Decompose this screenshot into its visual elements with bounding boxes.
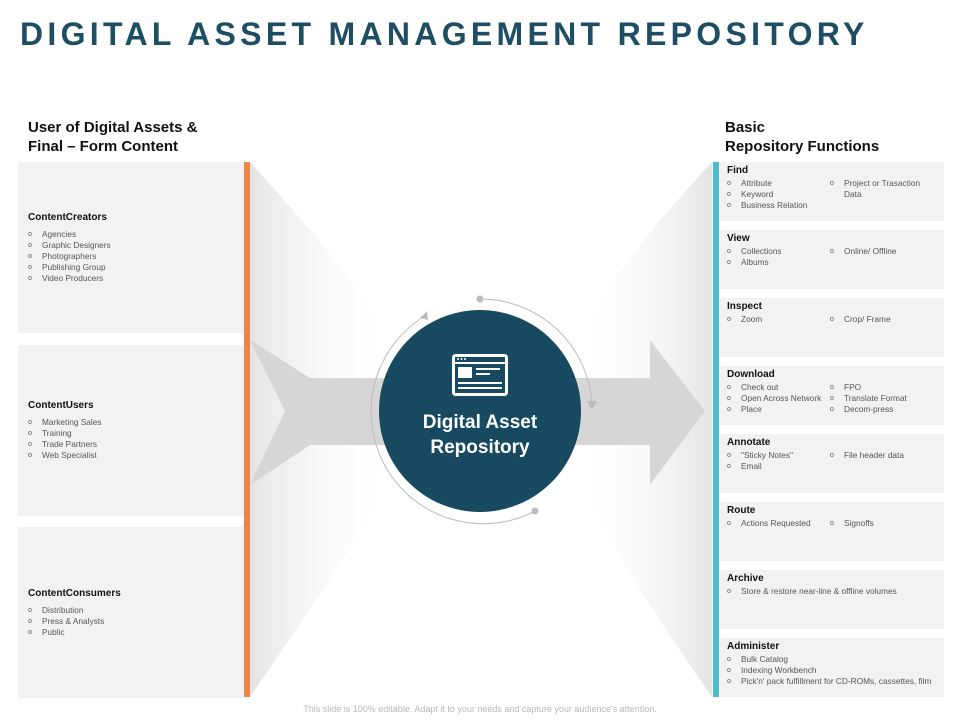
- left-accent-bar: [244, 162, 250, 697]
- list-item: Bulk Catalog: [727, 654, 937, 665]
- list-item: Pick'n' pack fulfillment for CD-ROMs, ca…: [727, 676, 937, 687]
- group-title: ContentConsumers: [28, 587, 121, 599]
- list-item: Collections: [727, 246, 830, 257]
- right-heading-line1: Basic: [725, 119, 766, 136]
- page-title: DIGITAL ASSET MANAGEMENT REPOSITORY: [20, 16, 869, 52]
- function-title: Route: [727, 505, 756, 516]
- list-item: Translate Format: [830, 393, 937, 404]
- function-title: Archive: [727, 573, 764, 584]
- right-arrow: [575, 340, 705, 485]
- list-item: File header data: [830, 450, 937, 461]
- group-title: ContentUsers: [28, 400, 94, 411]
- hub-label-line2: Repository: [430, 437, 530, 458]
- function-box-annotate: Annotate "Sticky Notes"EmailFile header d…: [720, 434, 944, 493]
- list-item: Place: [727, 404, 830, 415]
- bullet-list: CollectionsAlbums: [727, 246, 830, 268]
- bullet-list: "Sticky Notes"Email: [727, 450, 830, 472]
- right-accent-bar: [713, 162, 719, 697]
- bullet-list: File header data: [830, 450, 937, 472]
- function-title: Inspect: [727, 301, 763, 312]
- list-item: Check out: [727, 382, 830, 393]
- list-item: Decom-press: [830, 404, 937, 415]
- list-item: Training: [28, 428, 234, 439]
- list-item: Trade Partners: [28, 439, 234, 450]
- digital-asset-repository-hub: Digital Asset Repository: [379, 310, 581, 512]
- bullet-list: Actions Requested: [727, 518, 830, 529]
- list-item: Distribution: [28, 605, 234, 616]
- hub-label: Digital Asset Repository: [379, 410, 581, 460]
- bullet-list: Marketing SalesTrainingTrade PartnersWeb…: [28, 417, 234, 461]
- bullet-list: Online/ Offline: [830, 246, 937, 268]
- list-item: Web Specialist: [28, 450, 234, 461]
- bullet-list: DistributionPress & AnalystsPublic: [28, 605, 234, 638]
- list-item: Attribute: [727, 178, 830, 189]
- list-item: Graphic Designers: [28, 240, 234, 251]
- function-title: View: [727, 233, 750, 244]
- bullet-list: Project or Trasaction Data: [830, 178, 937, 211]
- list-item: Zoom: [727, 314, 830, 325]
- list-item: Publishing Group: [28, 262, 234, 273]
- bullet-list: Crop/ Frame: [830, 314, 937, 325]
- bullet-list: Check outOpen Across NetworkPlace: [727, 382, 830, 415]
- left-heading-line2: Final – Form Content: [28, 138, 178, 155]
- list-item: Video Producers: [28, 273, 234, 284]
- list-item: Crop/ Frame: [830, 314, 937, 325]
- user-group-box: ContentUsersMarketing SalesTrainingTrade…: [18, 345, 244, 516]
- bullet-list: FPOTranslate FormatDecom-press: [830, 382, 937, 415]
- function-title: Download: [727, 369, 775, 380]
- left-arrow: [250, 340, 385, 485]
- right-heading-line2: Repository Functions: [725, 138, 880, 155]
- list-item: Press & Analysts: [28, 616, 234, 627]
- group-title: ContentCreators: [28, 211, 107, 223]
- bullet-list: AgenciesGraphic DesignersPhotographersPu…: [28, 229, 234, 284]
- bullet-list: AttributeKeywordBusiness Relation: [727, 178, 830, 211]
- function-box-download: DownloadCheck outOpen Across NetworkPlac…: [720, 366, 944, 425]
- list-item: Marketing Sales: [28, 417, 234, 428]
- hub-label-line1: Digital Asset: [422, 412, 538, 433]
- bullet-list: Bulk CatalogIndexing WorkbenchPick'n' pa…: [727, 654, 937, 687]
- function-box-view: ViewCollectionsAlbumsOnline/ Offline: [720, 230, 944, 289]
- list-item: FPO: [830, 382, 937, 393]
- left-heading: User of Digital Assets & Final – Form Co…: [28, 118, 198, 156]
- list-item: Agencies: [28, 229, 234, 240]
- bullet-list: Zoom: [727, 314, 830, 325]
- list-item: Business Relation: [727, 200, 830, 211]
- user-group-box: ContentCreatorsAgenciesGraphic Designers…: [18, 162, 244, 333]
- list-item: Actions Requested: [727, 518, 830, 529]
- function-box-archive: ArchiveStore & restore near-line & offli…: [720, 570, 944, 629]
- list-item: Public: [28, 627, 234, 638]
- list-item: Keyword: [727, 189, 830, 200]
- left-heading-line1: User of Digital Assets &: [28, 119, 198, 136]
- function-box-find: FindAttributeKeywordBusiness RelationPro…: [720, 162, 944, 221]
- user-group-box: ContentConsumersDistributionPress & Anal…: [18, 527, 244, 698]
- function-box-inspect: InspectZoomCrop/ Frame: [720, 298, 944, 357]
- footer-note: This slide is 100% editable. Adapt it to…: [303, 704, 657, 714]
- cycle-ring: [479, 298, 593, 405]
- bullet-list: Store & restore near-line & offline volu…: [727, 586, 937, 597]
- list-item: Signoffs: [830, 518, 937, 529]
- bullet-list: Signoffs: [830, 518, 937, 529]
- list-item: Indexing Workbench: [727, 665, 937, 676]
- right-heading: Basic Repository Functions: [725, 118, 879, 156]
- list-item: Store & restore near-line & offline volu…: [727, 586, 937, 597]
- list-item: Project or Trasaction Data: [830, 178, 937, 200]
- list-item: Online/ Offline: [830, 246, 937, 257]
- function-box-administer: AdministerBulk CatalogIndexing Workbench…: [720, 638, 944, 697]
- list-item: Photographers: [28, 251, 234, 262]
- list-item: "Sticky Notes": [727, 450, 830, 461]
- function-title: Administer: [727, 641, 780, 652]
- function-title: Find: [727, 165, 749, 176]
- list-item: Open Across Network: [727, 393, 830, 404]
- function-title: Annotate: [727, 437, 771, 448]
- browser-window-icon: [452, 354, 508, 396]
- list-item: Email: [727, 461, 830, 472]
- list-item: Albums: [727, 257, 830, 268]
- function-box-route: RouteActions RequestedSignoffs: [720, 502, 944, 561]
